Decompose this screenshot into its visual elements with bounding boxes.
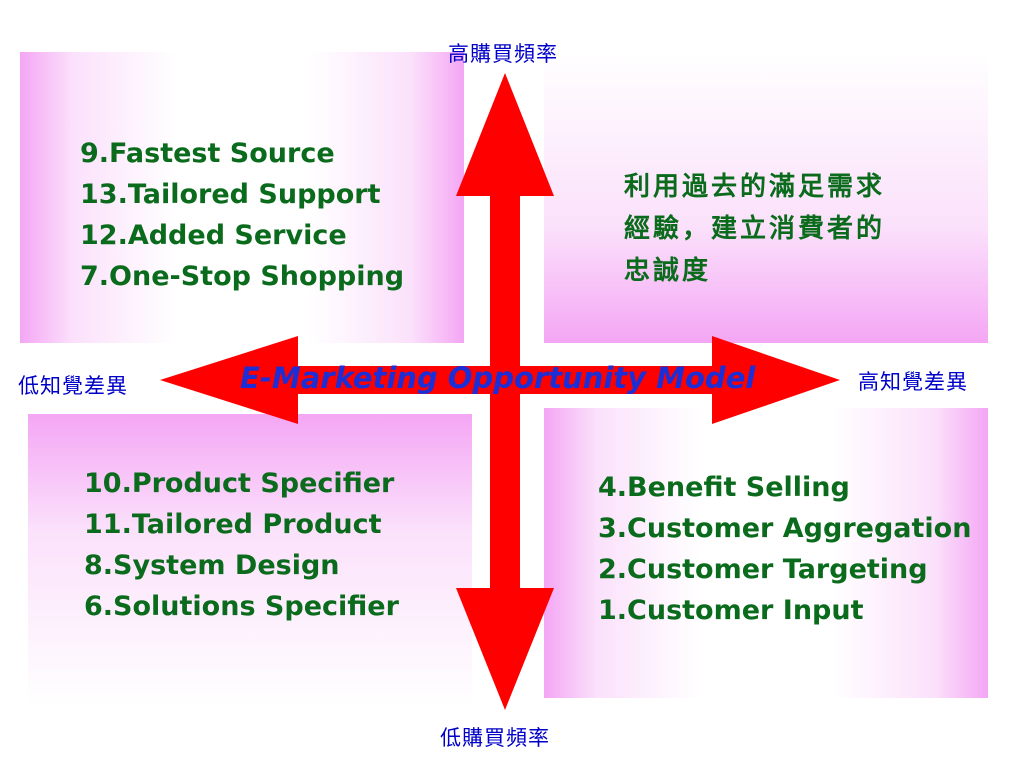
list-item: 4.Benefit Selling (598, 472, 850, 503)
list-item: 13.Tailored Support (80, 179, 381, 210)
text-line: 經驗，建立消費者的 (624, 214, 886, 244)
quadrant-bottom-right-list: 4.Benefit Selling 3.Customer Aggregation… (598, 467, 971, 631)
quadrant-top-right-text: 利用過去的滿足需求 經驗，建立消費者的 忠誠度 (624, 166, 944, 292)
list-item: 7.One-Stop Shopping (80, 261, 405, 292)
quadrant-bottom-right-panel (544, 408, 988, 698)
text-line: 利用過去的滿足需求 (624, 172, 886, 202)
list-item: 1.Customer Input (598, 595, 864, 626)
axis-label-top: 高購買頻率 (448, 42, 558, 66)
list-item: 10.Product Specifier (84, 468, 395, 499)
axis-label-bottom: 低購買頻率 (440, 726, 550, 750)
quadrant-top-left-panel (20, 52, 464, 343)
axis-label-right: 高知覺差異 (858, 370, 968, 394)
list-item: 11.Tailored Product (84, 509, 382, 540)
axis-label-left: 低知覺差異 (18, 374, 128, 398)
quadrant-top-right-panel (544, 52, 988, 343)
list-item: 3.Customer Aggregation (598, 513, 972, 544)
quadrant-bottom-left-panel (28, 414, 472, 706)
list-item: 8.System Design (84, 550, 340, 581)
list-item: 6.Solutions Specifier (84, 591, 399, 622)
list-item: 9.Fastest Source (80, 138, 335, 169)
text-line: 忠誠度 (624, 256, 712, 286)
quadrant-top-left-list: 9.Fastest Source 13.Tailored Support 12.… (80, 133, 404, 297)
quadrant-bottom-left-list: 10.Product Specifier 11.Tailored Product… (84, 463, 399, 627)
list-item: 2.Customer Targeting (598, 554, 928, 585)
model-title: E-Marketing Opportunity Model (240, 361, 756, 395)
horizontal-double-arrow (160, 336, 840, 424)
list-item: 12.Added Service (80, 220, 347, 251)
